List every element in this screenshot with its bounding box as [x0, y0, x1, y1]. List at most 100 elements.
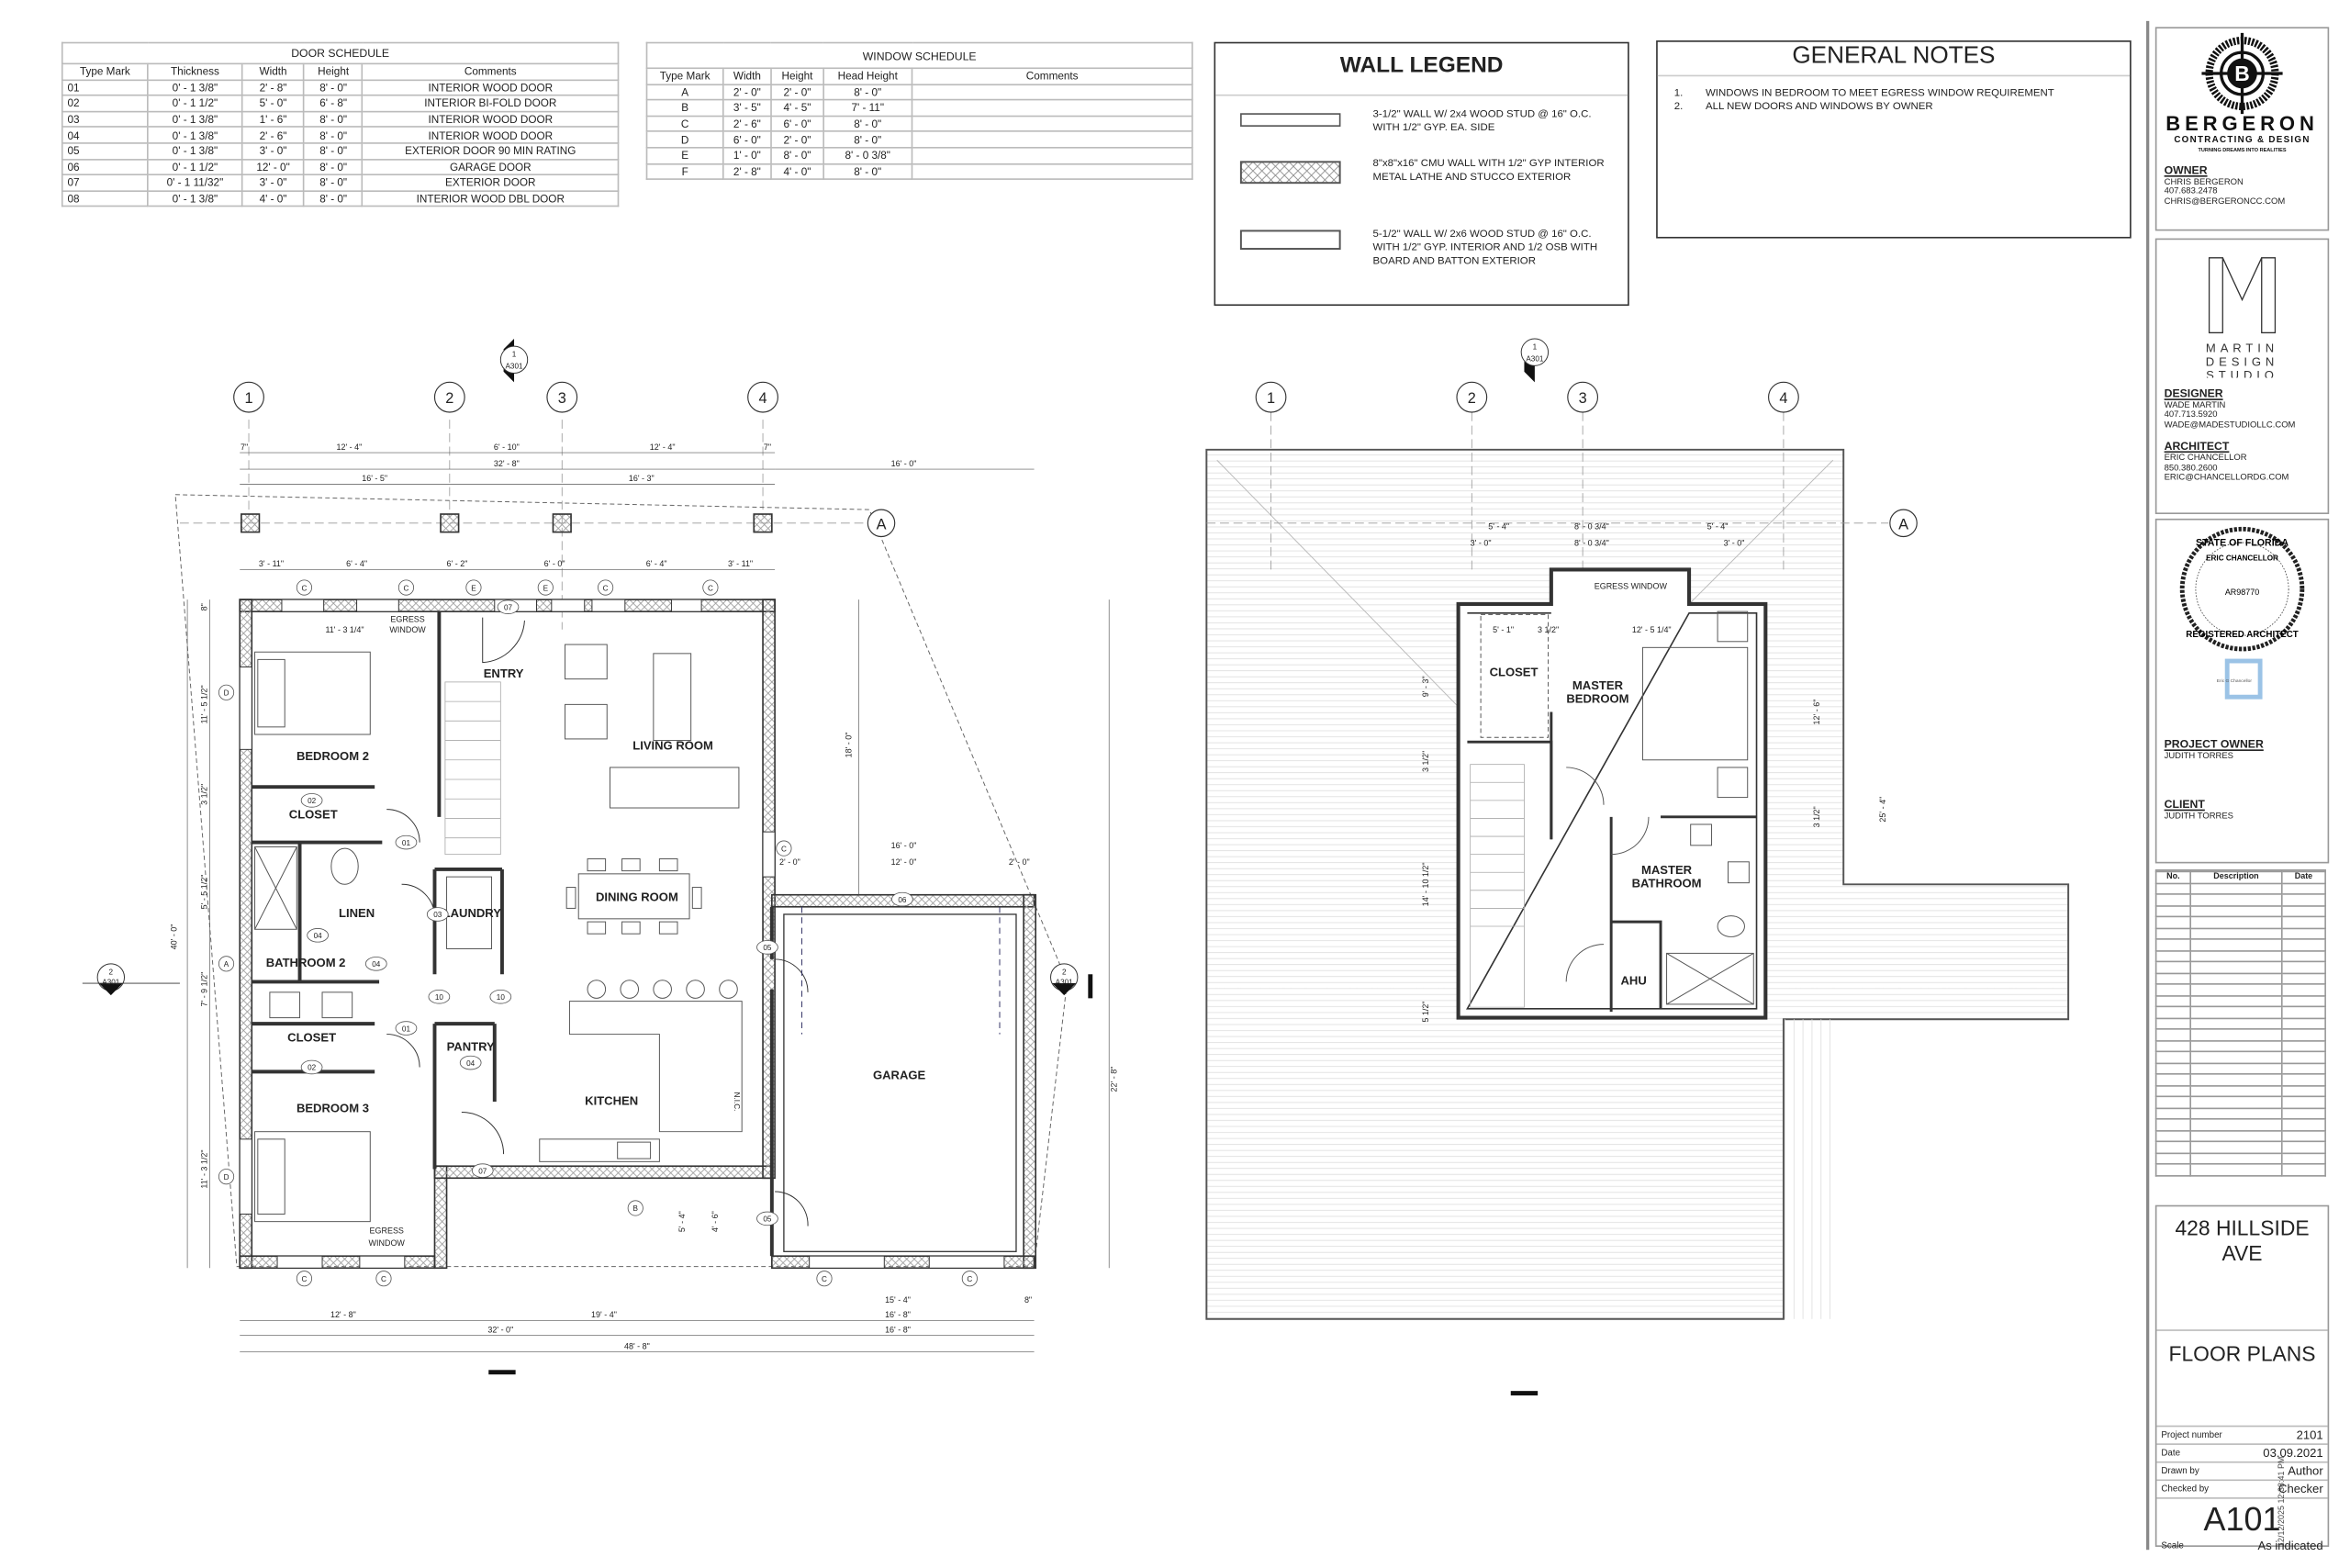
svg-text:A: A: [224, 960, 229, 969]
window-tag: A: [218, 956, 235, 972]
svg-text:E: E: [543, 584, 549, 592]
window-schedule-cell: 8' - 0 3/8": [822, 146, 913, 164]
room-label-bathroom2: BATHROOM 2: [266, 956, 346, 969]
general-note: 2.ALL NEW DOORS AND WINDOWS BY OWNER: [1673, 101, 1933, 112]
svg-text:MARTIN: MARTIN: [2206, 342, 2278, 355]
svg-text:STATE OF FLORIDA: STATE OF FLORIDA: [2196, 537, 2288, 548]
door-schedule-header: Type Mark: [61, 62, 149, 81]
window-tag: C: [961, 1271, 978, 1287]
door-schedule-header: Width: [241, 62, 306, 81]
revision-row: [2154, 1140, 2326, 1154]
dimension-text: 6' - 0": [544, 559, 565, 568]
svg-text:4: 4: [759, 390, 767, 407]
revision-row: [2154, 1163, 2326, 1176]
door-schedule-cell: 12' - 0": [241, 158, 306, 176]
dimension-text: 12' - 8": [330, 1310, 356, 1319]
svg-text:C: C: [708, 584, 713, 592]
svg-text:A301: A301: [505, 363, 523, 371]
window-tag: B: [627, 1200, 643, 1216]
designer-email: WADE@MADESTUDIOLLC.COM: [2164, 420, 2296, 431]
svg-text:05: 05: [763, 944, 772, 952]
door-schedule-cell: 0' - 1 3/8": [147, 126, 243, 144]
svg-text:C: C: [822, 1275, 827, 1283]
window-schedule-cell: 2' - 8": [722, 162, 772, 181]
architect-email: ERIC@CHANCELLORDG.COM: [2164, 473, 2289, 483]
designer-panel: MARTIN DESIGN STUDIO DESIGNER WADE MARTI…: [2154, 238, 2330, 515]
door-schedule-cell: 3' - 0": [241, 142, 306, 160]
room-label-closet-upper: CLOSET: [1490, 665, 1539, 678]
svg-text:AR98770: AR98770: [2225, 588, 2259, 597]
designer-name: WADE MARTIN: [2164, 401, 2226, 411]
svg-text:STUDIO: STUDIO: [2206, 368, 2278, 377]
svg-text:C: C: [404, 584, 409, 592]
dimension-text: 5' - 5 1/2": [199, 875, 208, 910]
door-tag: 02: [300, 793, 323, 808]
room-label-laundry: LAUNDRY: [443, 906, 502, 920]
svg-text:1: 1: [1267, 390, 1275, 407]
grid-bubble-2: 2: [433, 381, 465, 413]
svg-text:01: 01: [402, 1025, 411, 1033]
svg-text:01: 01: [402, 839, 411, 847]
room-label-pantry: PANTRY: [447, 1040, 495, 1054]
second-floor-walls: [1456, 567, 1768, 1020]
dimension-text: 16' - 0": [891, 459, 917, 468]
grid-bubble-row-a: A: [867, 509, 896, 538]
svg-text:04: 04: [372, 960, 381, 969]
dimension-text: 40' - 0": [170, 924, 179, 950]
svg-text:E: E: [471, 584, 476, 592]
door-tag: 05: [756, 940, 778, 955]
door-schedule-cell: 08: [61, 189, 149, 207]
floor-plans: ENTRY LIVING ROOM BEDROOM 2 CLOSET LINEN…: [82, 338, 2070, 1396]
dimension-text: 3' - 11": [259, 559, 284, 568]
dimension-text: 5' - 4": [1488, 521, 1509, 531]
door-schedule-cell: EXTERIOR DOOR: [362, 174, 620, 192]
svg-text:3: 3: [1579, 390, 1587, 407]
owner-heading: OWNER: [2164, 162, 2208, 177]
revision-row: [2154, 1028, 2326, 1041]
window-schedule-cell: B: [645, 99, 724, 117]
dimension-text: 7": [241, 442, 248, 452]
dimension-text: 7": [764, 442, 771, 452]
revision-row: [2154, 1106, 2326, 1120]
dimension-text: 2' - 0": [1009, 857, 1030, 867]
svg-text:A301: A301: [1526, 354, 1544, 363]
revision-row: [2154, 893, 2326, 906]
window-schedule-title: WINDOW SCHEDULE: [645, 41, 1193, 70]
furniture: [254, 644, 743, 1223]
revision-row: [2154, 1039, 2326, 1053]
revision-row: [2154, 904, 2326, 918]
door-schedule-cell: 01: [61, 78, 149, 96]
revision-row: [2154, 1061, 2326, 1075]
dimension-text: 14' - 10 1/2": [1421, 862, 1430, 906]
scale-value: As indicated: [2257, 1539, 2323, 1553]
revision-row: [2154, 1095, 2326, 1109]
window-tag: C: [296, 579, 313, 596]
svg-text:10: 10: [497, 993, 506, 1002]
door-schedule-cell: 8' - 0": [303, 78, 364, 96]
door-tag: 04: [307, 928, 329, 943]
architect-heading: ARCHITECT: [2164, 439, 2230, 454]
svg-text:A301: A301: [102, 979, 120, 987]
door-schedule-title: DOOR SCHEDULE: [61, 41, 620, 65]
dimension-text: 2' - 0": [779, 857, 800, 867]
svg-text:ERIC CHANCELLOR: ERIC CHANCELLOR: [2206, 554, 2278, 563]
owner-email: CHRIS@BERGERONCC.COM: [2164, 197, 2286, 207]
dimension-text: 3' - 0": [1724, 538, 1745, 547]
window-schedule-cell: 8' - 0": [822, 83, 913, 101]
window-label: WINDOW: [369, 1238, 406, 1248]
dimension-text: 8": [1024, 1295, 1032, 1305]
svg-text:2: 2: [1468, 390, 1476, 407]
grid-bubble-1: 1: [1255, 381, 1287, 413]
door-schedule-cell: 6' - 8": [303, 95, 364, 113]
sheet-title: FLOOR PLANS: [2156, 1329, 2328, 1425]
egress-label: EGRESS: [370, 1226, 404, 1236]
wall-legend: WALL LEGEND 3-1/2" WALL W/ 2x4 WOOD STUD…: [1214, 41, 1629, 307]
